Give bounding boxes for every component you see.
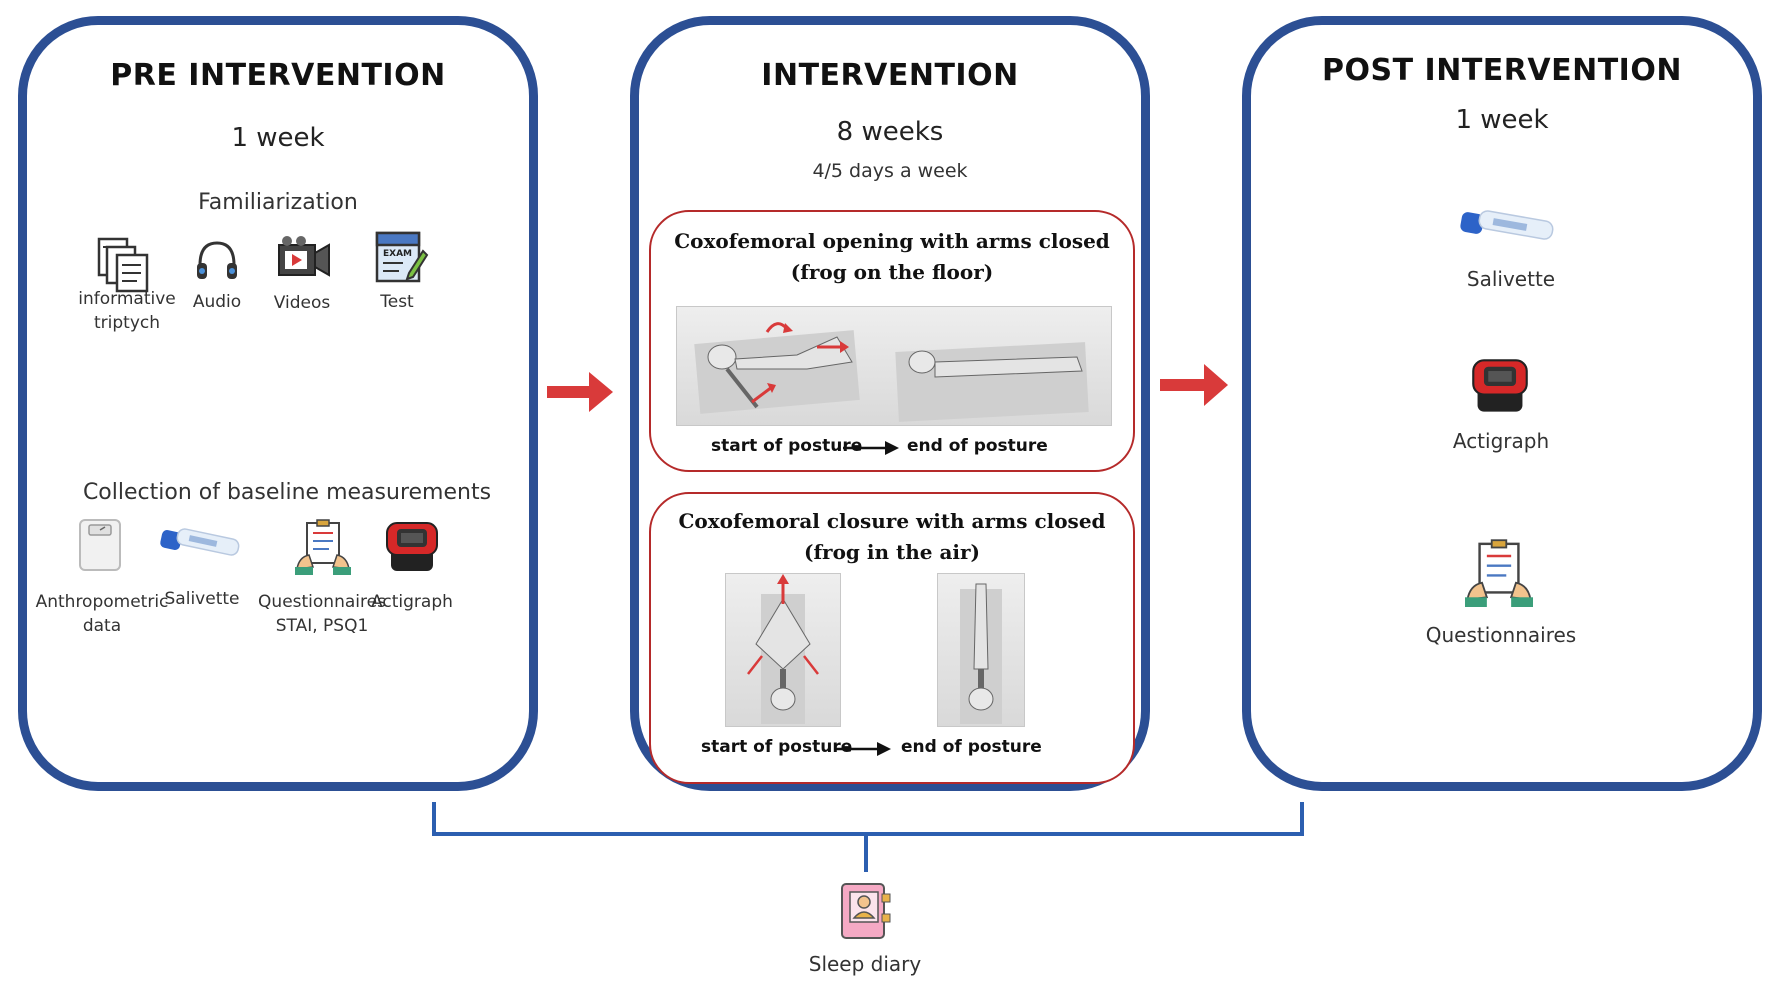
salivette-label: Salivette — [164, 589, 240, 609]
scale-icon — [79, 519, 121, 571]
post-duration: 1 week — [1455, 105, 1549, 135]
intervention-title: INTERVENTION — [761, 58, 1019, 93]
exercise-1-end-label: end of posture — [907, 436, 1048, 456]
intervention-panel: INTERVENTION 8 weeks 4/5 days a week Cox… — [630, 16, 1150, 791]
questionnaire-icon — [295, 519, 351, 575]
sleep-diary-icon — [841, 883, 891, 939]
exercise-2-start-label: start of posture — [701, 737, 853, 757]
video-camera-icon — [278, 236, 330, 277]
videos-label: Videos — [273, 293, 331, 313]
audio-label: Audio — [192, 292, 242, 312]
sleep-diary-label: Sleep diary — [808, 952, 922, 976]
pre-duration: 1 week — [231, 123, 325, 153]
post-title: POST INTERVENTION — [1322, 53, 1682, 88]
exercise-1-title: Coxofemoral opening with arms closed (fr… — [674, 229, 1110, 284]
arrow-right-icon — [843, 441, 899, 455]
actigraph-icon — [386, 522, 438, 571]
arrow-pre-to-intervention-icon — [547, 372, 613, 412]
exercise-1-start-label: start of posture — [711, 436, 863, 456]
post-questionnaires-label: Questionnaires — [1425, 623, 1577, 647]
document-icon — [97, 237, 149, 293]
anthropometric-label: Anthropometric data — [35, 592, 169, 636]
questionnaire-icon — [1465, 539, 1533, 607]
salivette-icon — [160, 528, 240, 556]
test-label: Test — [380, 292, 414, 312]
arrow-right-icon — [835, 742, 891, 756]
post-intervention-panel: POST INTERVENTION 1 week Salivette Actig… — [1242, 16, 1762, 791]
frog-air-start-photo — [725, 573, 841, 727]
post-salivette-label: Salivette — [1466, 267, 1556, 291]
triptych-label: informative triptych — [78, 289, 176, 333]
exercise-2-end-label: end of posture — [901, 737, 1042, 757]
post-actigraph-label: Actigraph — [1452, 429, 1550, 453]
baseline-heading: Collection of baseline measurements — [82, 480, 492, 505]
exercise-box-frog-air: Coxofemoral closure with arms closed (fr… — [649, 492, 1135, 784]
frog-floor-photo — [676, 306, 1112, 426]
pre-title: PRE INTERVENTION — [110, 58, 446, 93]
frog-floor-illustration — [694, 322, 1089, 422]
frog-air-start-illustration — [747, 574, 819, 724]
intervention-frequency: 4/5 days a week — [812, 160, 968, 182]
actigraph-label: Actigraph — [371, 592, 453, 612]
headphones-icon — [197, 241, 237, 279]
familiarization-heading: Familiarization — [198, 190, 358, 215]
pre-intervention-panel: PRE INTERVENTION 1 week Familiarization … — [18, 16, 538, 791]
frog-air-end-photo — [937, 573, 1025, 727]
frog-air-end-illustration — [960, 583, 1002, 724]
salivette-icon — [1460, 210, 1554, 240]
exercise-box-frog-floor: Coxofemoral opening with arms closed (fr… — [649, 210, 1135, 472]
exercise-2-title: Coxofemoral closure with arms closed (fr… — [678, 509, 1106, 564]
exam-icon-text: EXAM — [383, 249, 412, 259]
arrow-intervention-to-post-icon — [1160, 364, 1228, 406]
intervention-duration: 8 weeks — [836, 117, 944, 147]
actigraph-icon — [1472, 359, 1528, 412]
bracket — [432, 802, 1304, 872]
exam-icon: EXAM — [375, 231, 429, 283]
questionnaires-label: Questionnaires STAI, PSQ1 — [258, 592, 386, 636]
